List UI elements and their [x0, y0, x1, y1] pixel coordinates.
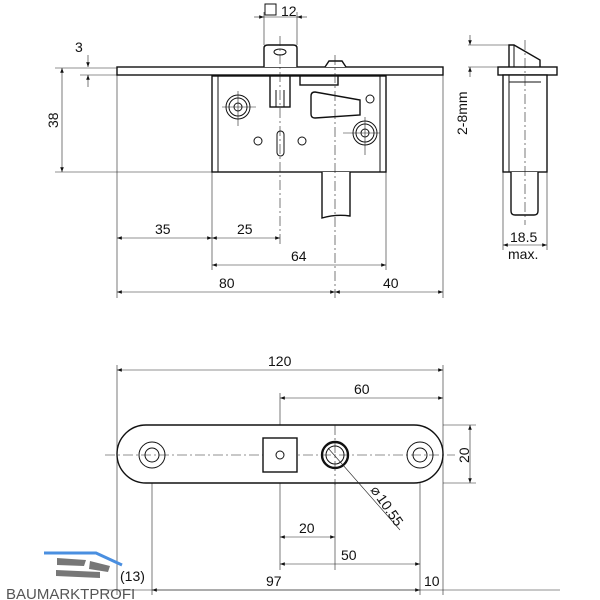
latch [310, 91, 361, 119]
screw-icon [343, 117, 380, 155]
dim-10: 10 [424, 573, 440, 589]
dim-40: 40 [383, 275, 399, 291]
dim-square-12: 12 [281, 3, 297, 19]
dim-25: 25 [237, 221, 253, 237]
dim-120: 120 [268, 353, 292, 369]
screw-icon [222, 91, 256, 126]
side-view: 2-8mm 18.5 max. [454, 35, 558, 262]
dim-97: 97 [266, 573, 282, 589]
square-hole [262, 437, 298, 473]
dim-13: (13) [120, 568, 145, 584]
bolt [321, 172, 351, 219]
dim-60: 60 [354, 381, 370, 397]
dim-max-note: max. [508, 246, 538, 262]
dim-20: 20 [299, 520, 315, 536]
spindle-head [263, 44, 298, 67]
side-plate [497, 66, 558, 76]
dim-3: 3 [75, 39, 83, 55]
dim-38: 38 [45, 112, 61, 128]
square-symbol-icon [264, 3, 277, 16]
logo: BAUMARKTPROFI [6, 551, 135, 600]
dim-50: 50 [341, 547, 357, 563]
logo-text: BAUMARKTPROFI [6, 586, 135, 600]
top-view: 12 3 38 35 25 64 80 40 [45, 3, 444, 298]
dim-35: 35 [155, 221, 171, 237]
plan-view: ⌀10.55 120 60 20 20 50 97 10 (13) [100, 353, 560, 595]
dim-80: 80 [219, 275, 235, 291]
dim-diameter-10-55: ⌀10.55 [368, 483, 407, 530]
dim-64: 64 [291, 248, 307, 264]
logo-swoosh-icon [44, 551, 123, 567]
dim-18-5: 18.5 [510, 229, 537, 245]
dim-2-8mm: 2-8mm [454, 91, 470, 135]
dim-20-height: 20 [456, 447, 472, 463]
